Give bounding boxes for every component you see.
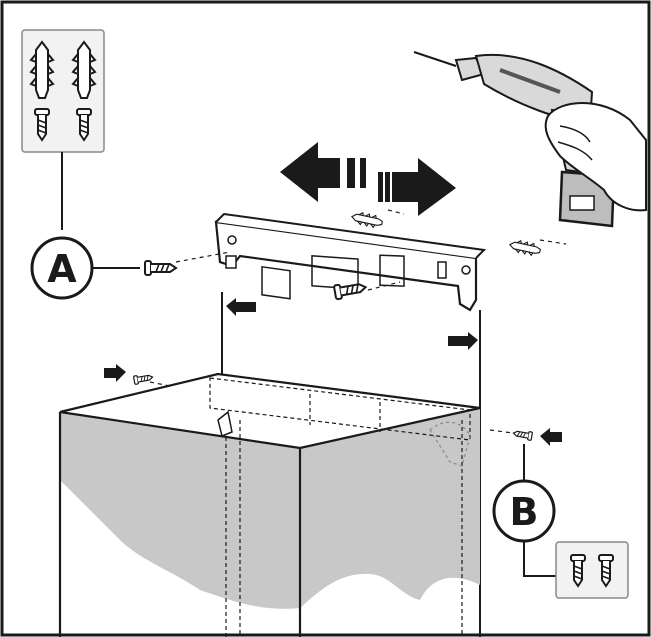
hardware-panel-b [555,541,629,599]
small-arrow-icon [104,364,126,382]
hardware-panel-a [21,29,105,153]
small-arrow-icon [226,298,256,316]
hand-icon [544,102,647,212]
callout-b-label: B [510,490,539,534]
callout-b-leader-bottom [523,542,556,577]
cabinet-box [58,372,481,637]
callout-b: B [492,479,556,543]
double-arrow-icon [280,142,456,216]
small-arrow-icon [540,428,562,446]
callout-a-label: A [47,247,77,291]
small-arrow-icon [448,332,478,350]
callout-a: A [30,236,94,300]
